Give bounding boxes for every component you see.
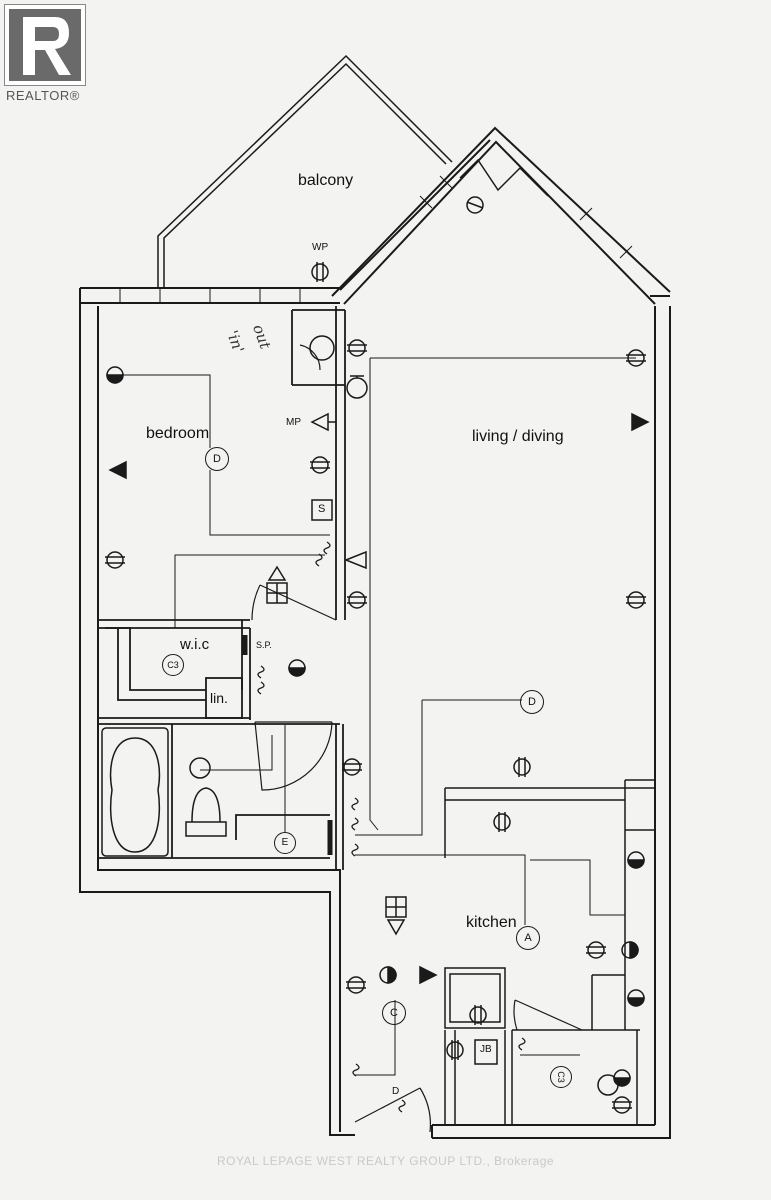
outlet-icon [342,758,362,776]
light-fixtures [266,499,407,936]
room-label-bedroom: bedroom [146,425,210,442]
fixture-circles [189,335,619,1096]
outlet-icon [347,339,367,357]
fan-icon [597,1074,619,1096]
telephone-jacks [108,412,650,985]
outlet-icon [612,1096,632,1114]
phone-jack-icon [108,460,127,480]
jb-label: JB [480,1044,492,1055]
phone-jack-icon [419,965,438,985]
vanity-light-icon [189,757,211,779]
toilet [185,787,227,837]
kitchen-counters [444,779,655,1125]
circle-d-living: D [520,690,544,714]
circle-c3-entry: C3 [550,1066,572,1088]
room-label-kitchen: kitchen [466,914,517,931]
s-box-label: S [318,503,326,515]
doors [251,344,583,1133]
room-label-linen: lin. [210,690,228,706]
outlet-icon [626,349,646,367]
ceiling-light-icon [385,896,407,936]
half-filled-outlet-icon [627,989,645,1007]
half-filled-outlet-icon [613,1069,631,1087]
cable-jack-icon [310,412,329,432]
outlet-icon [626,591,646,609]
room-label-balcony: balcony [298,172,354,189]
outlet-icon [311,262,329,282]
outlet-icon [586,941,606,959]
outlet-icon [469,1005,487,1025]
circle-e-bath: E [274,832,296,854]
room-label-living: living / diving [472,428,564,445]
interior-walls [98,306,346,870]
outlet-icon [513,757,531,777]
switched-outlets [106,366,645,1087]
smoke-detector-icon [311,499,333,521]
circle-d-bedroom: D [205,447,229,471]
outlet-icon [346,976,366,994]
outlet-icon [466,196,484,214]
cable-jack-icon [343,550,367,570]
balcony-railing [157,54,453,287]
half-filled-outlet-icon [288,659,306,677]
circle-a-kitchen: A [516,926,540,950]
phone-jack-icon [631,412,650,432]
wiring [115,357,636,1076]
outlet-icon [105,551,125,569]
ceiling-light-icon [266,565,288,604]
realtor-r-icon [9,9,81,81]
outlet-icon [446,1040,464,1060]
outlet-icon [347,591,367,609]
realtor-logo-box [4,4,86,86]
exterior-walls [79,126,671,1139]
bathtub [101,727,169,857]
half-filled-outlet-icon [627,851,645,869]
realtor-wordmark: REALTOR® [6,88,80,103]
room-label-wic: w.i.c [180,636,210,653]
window-marks [119,175,633,303]
notch-wall [459,158,549,197]
switches [257,541,526,1113]
watermark: ROYAL LEPAGE WEST REALTY GROUP LTD., Bro… [216,1154,555,1168]
half-filled-outlet-icon [106,366,124,384]
sp-label: S.P. [256,640,272,650]
outlets [105,196,646,1114]
half-filled-outlet-icon [379,966,397,984]
realtor-logo: REALTOR® [4,4,86,104]
wp-label: WP [312,242,329,253]
outlet-icon [493,812,511,832]
half-filled-outlet-icon [621,941,639,959]
circle-c3-wic: C3 [162,654,184,676]
outlet-icon [310,456,330,474]
washer-icon [346,377,368,399]
door-d-label: D [392,1086,400,1097]
dryer-icon [309,335,335,361]
circle-c-kitchen: C [382,1001,406,1025]
mp-label: MP [286,417,301,428]
